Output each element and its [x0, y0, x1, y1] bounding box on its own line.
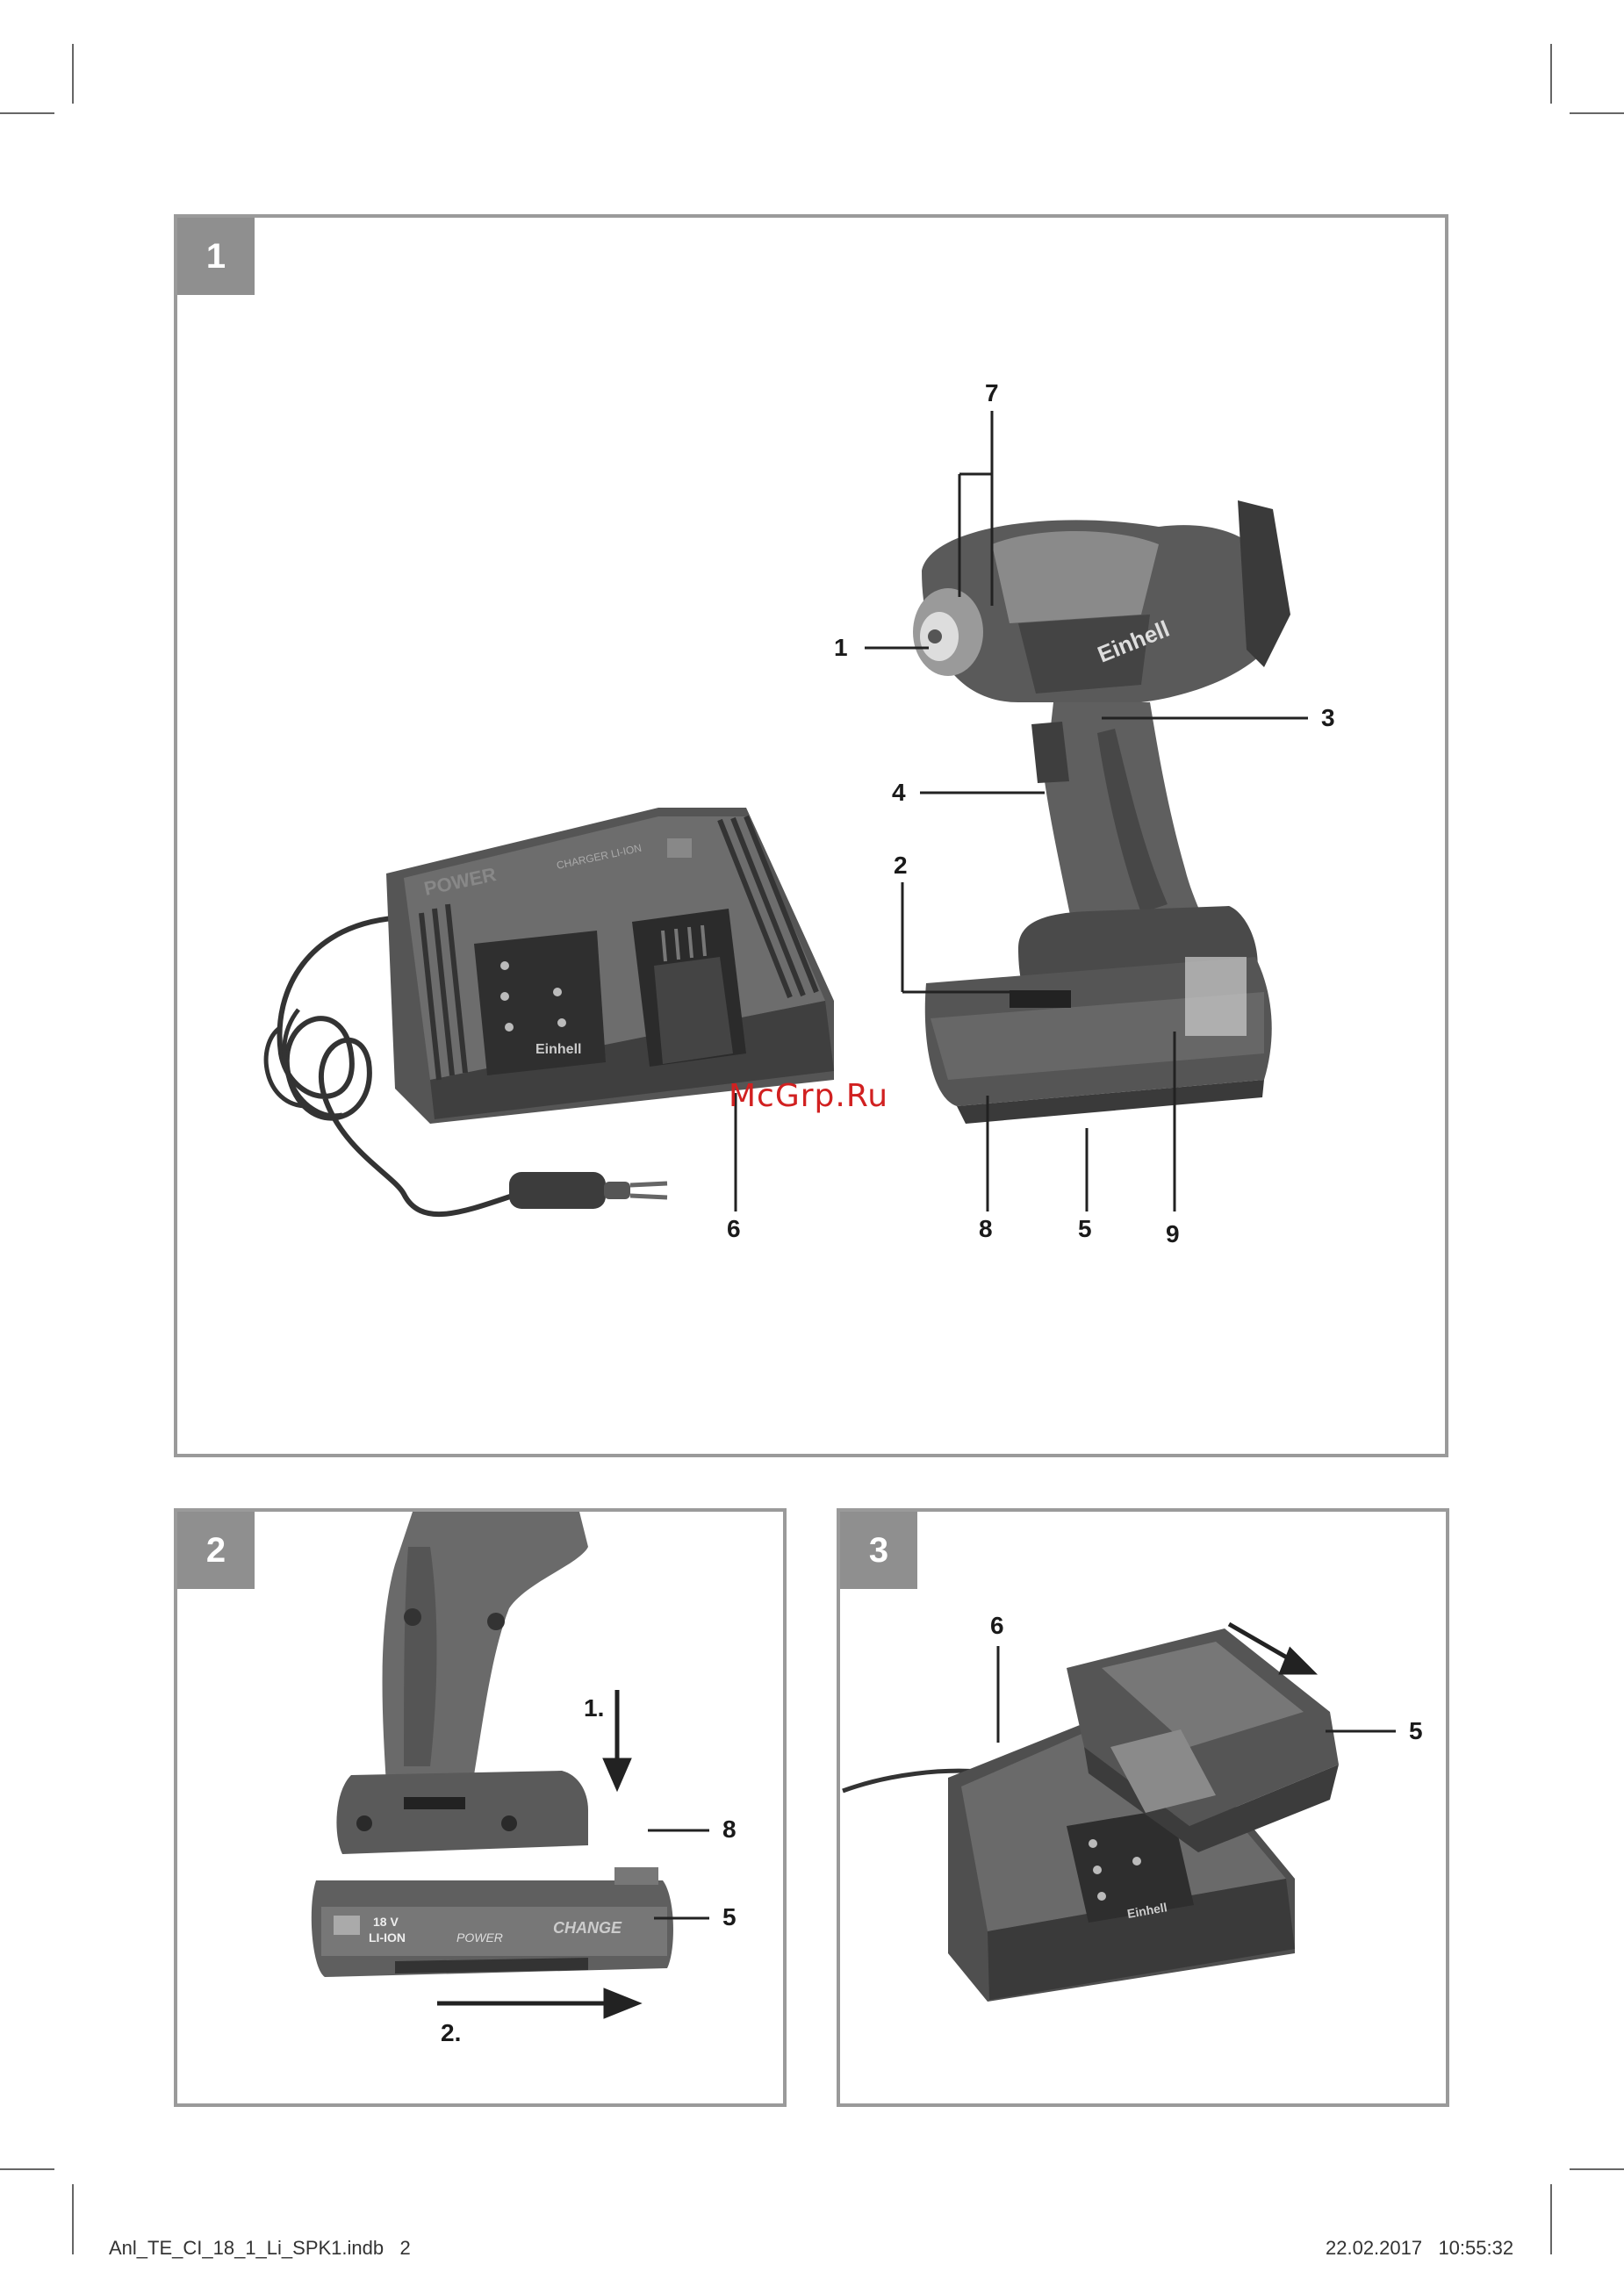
callout-6: 6	[990, 1612, 1004, 1640]
callout-5: 5	[1409, 1717, 1423, 1745]
footer-timestamp: 22.02.2017 10:55:32	[1326, 2237, 1513, 2260]
footer-filename: Anl_TE_CI_18_1_Li_SPK1.indb 2	[109, 2237, 411, 2260]
